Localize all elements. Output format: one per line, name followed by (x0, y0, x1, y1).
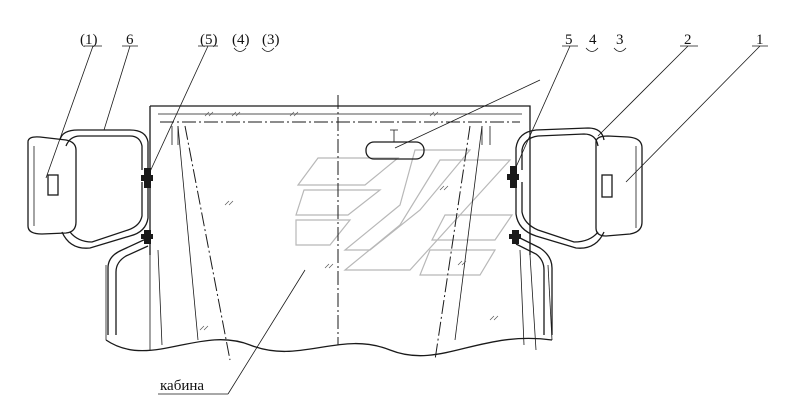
left-mounting-bracket (141, 168, 153, 244)
label-1-paren: (1) (80, 32, 98, 48)
right-mounting-bracket (507, 166, 521, 244)
label-2: 2 (684, 32, 692, 48)
label-5: 5 (565, 32, 573, 48)
cab-outline (105, 105, 553, 361)
label-4-paren: (4) (232, 32, 250, 48)
callout-labels: (1) 6 (5) (4) (3) 5 4 3 2 1 кабина (80, 32, 764, 394)
left-mirror-assembly (27, 129, 149, 335)
label-cabin: кабина (160, 378, 204, 394)
label-3: 3 (616, 32, 624, 48)
interior-mirror (365, 129, 425, 160)
watermark-logo (295, 149, 514, 276)
label-6: 6 (126, 32, 134, 48)
label-1: 1 (756, 32, 764, 48)
leader-lines (45, 45, 768, 395)
label-3-paren: (3) (262, 32, 280, 48)
label-5-paren: (5) (200, 32, 218, 48)
label-4: 4 (589, 32, 597, 48)
right-mirror-assembly (515, 127, 643, 335)
